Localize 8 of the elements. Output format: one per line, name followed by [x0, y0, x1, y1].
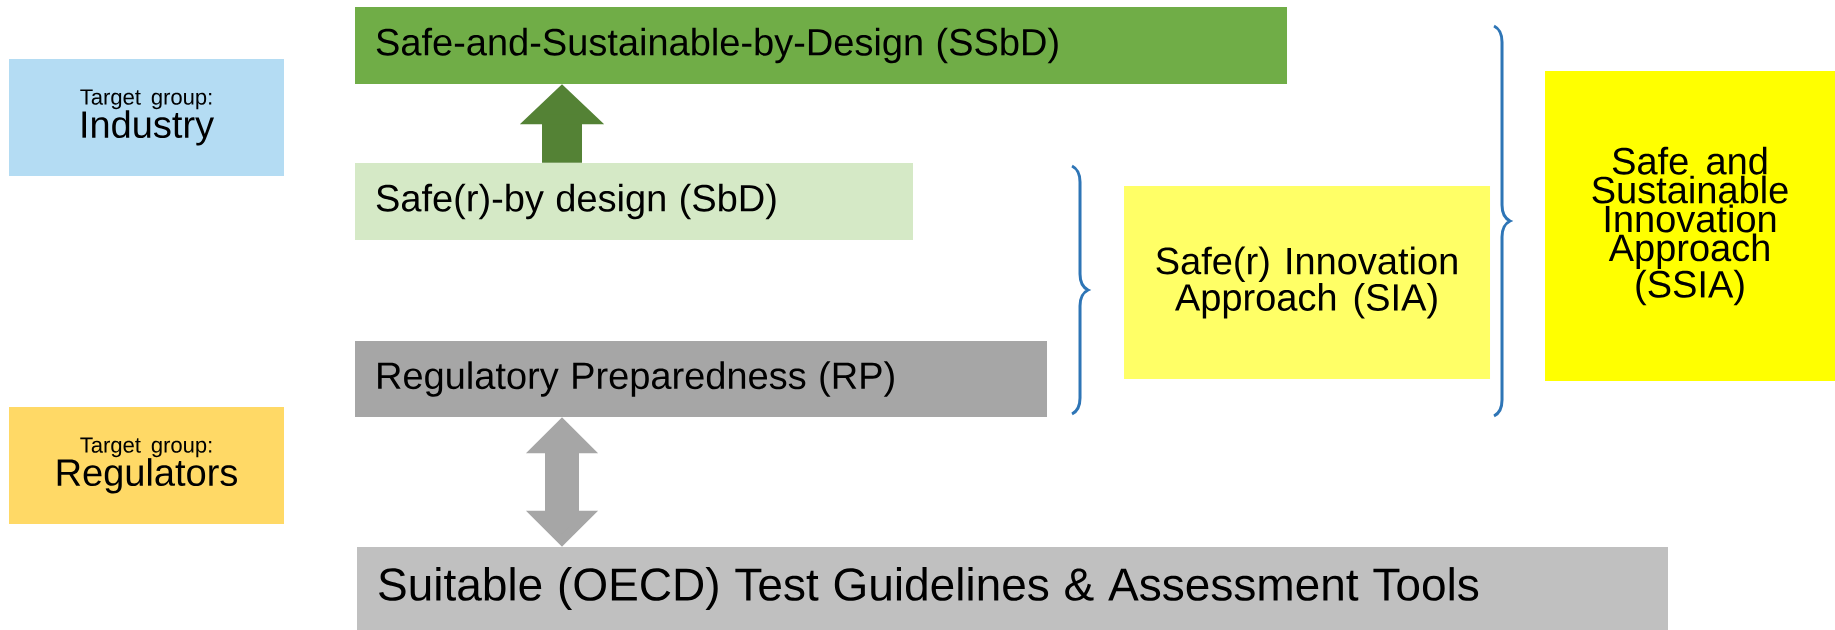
process-box: Safe(r)-by design (SbD): [355, 163, 913, 240]
process-box: Safe-and-Sustainable-by-Design (SSbD): [355, 7, 1287, 84]
approach-box: Safe(r) Innovation Approach (SIA): [1124, 186, 1490, 379]
target-group-box: Target group: Regulators: [9, 407, 284, 524]
approach-box: Safe and Sustainable Innovation Approach (SSIA): [1545, 71, 1835, 381]
process-box: Suitable (OECD) Test Guidelines & Assessment Tools: [357, 547, 1668, 630]
process-box: Regulatory Preparedness (RP): [355, 341, 1047, 417]
target-group-box: Target group: Industry: [9, 59, 284, 176]
